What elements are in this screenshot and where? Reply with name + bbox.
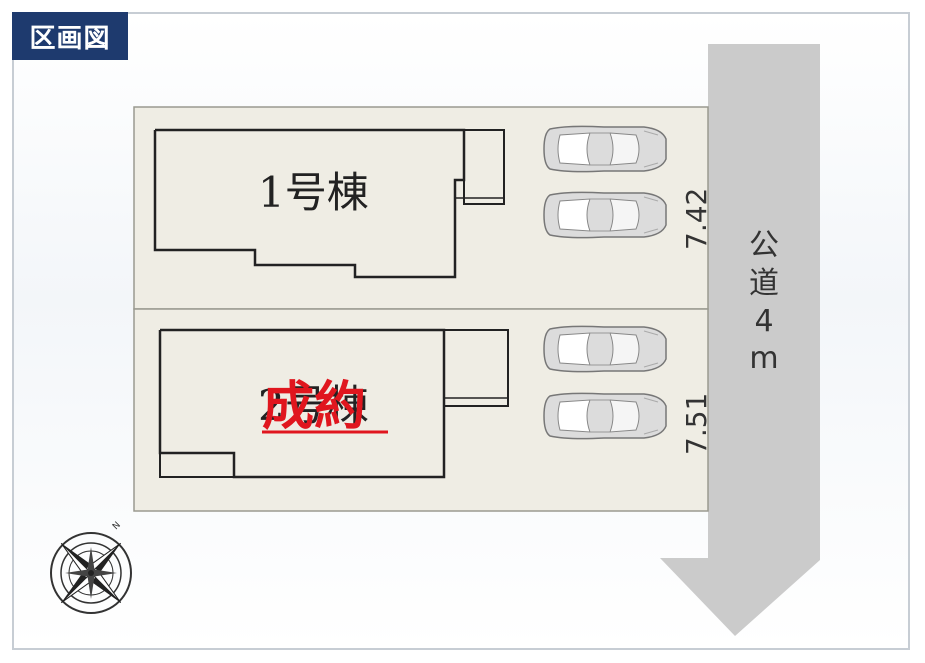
compass-north-label: N bbox=[111, 520, 123, 532]
road-label-char-4: m bbox=[749, 341, 778, 376]
parking-car-2 bbox=[543, 191, 667, 239]
lot-1-label: 1号棟 bbox=[258, 168, 369, 217]
parking-car-4 bbox=[543, 392, 667, 440]
road-label-char-1: 公 bbox=[749, 228, 779, 263]
header-badge: 区画図 bbox=[12, 12, 128, 60]
road-label-char-3: 4 bbox=[754, 304, 773, 339]
compass-icon bbox=[50, 532, 132, 614]
building-1-annex bbox=[463, 129, 505, 205]
road-label-char-2: 道 bbox=[749, 266, 779, 301]
parking-car-1 bbox=[543, 125, 667, 173]
lot-1-frontage: 7.42 bbox=[680, 188, 713, 250]
sold-stamp: 成約 bbox=[262, 377, 366, 437]
lot-2-frontage: 7.51 bbox=[680, 393, 713, 455]
lot-2-label: 2号棟 bbox=[258, 381, 369, 430]
parking-car-3 bbox=[543, 325, 667, 373]
public-road bbox=[660, 44, 820, 636]
building-2-annex bbox=[443, 329, 509, 407]
